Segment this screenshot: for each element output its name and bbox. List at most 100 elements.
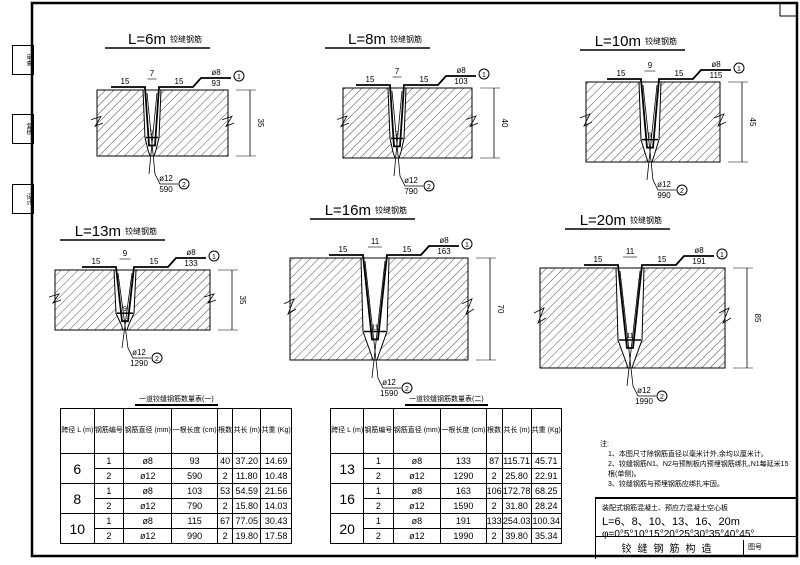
bar2-length: 990 xyxy=(657,191,671,200)
table-cell: ø8 xyxy=(123,453,173,469)
table-cell: 53 xyxy=(217,483,234,499)
table-cell: ø8 xyxy=(392,513,442,529)
table-cell: 1590 xyxy=(440,498,487,514)
table-cell: 254.03 xyxy=(501,513,532,529)
hinge-joint xyxy=(387,87,407,159)
dim-top-width: 9 xyxy=(648,61,653,70)
table-cell: 2 xyxy=(217,528,234,544)
table-cell: 115.71 xyxy=(501,453,532,469)
column-header: 跨径 L (m) xyxy=(329,408,365,454)
table-cell: 31.80 xyxy=(501,498,532,514)
detail-title: L=16m xyxy=(325,202,371,219)
column-header: 一根长度 (cm) xyxy=(440,408,487,454)
dim-side-right: 15 xyxy=(420,75,429,84)
note-3: 3、铰缝钢筋与预埋钢筋应绑扎牢固。 xyxy=(608,481,724,488)
dim-side-left: 15 xyxy=(339,245,348,254)
dim-depth: 35 xyxy=(238,296,247,305)
detail-title: L=13m xyxy=(75,223,121,240)
table-caption: 一道铰缝钢筋数量表(一) xyxy=(135,394,218,406)
dim-side-right: 15 xyxy=(403,245,412,254)
column-header: 钢筋编号 xyxy=(93,408,125,454)
table-cell: 103 xyxy=(171,483,219,499)
table-cell: 11.80 xyxy=(232,468,262,484)
table-cell: 133 xyxy=(485,513,503,529)
dim-top-width: 11 xyxy=(626,247,635,256)
dim-top-width: 7 xyxy=(395,67,400,76)
rebar-n2 xyxy=(364,260,401,389)
table-cell: ø8 xyxy=(123,483,173,499)
table-cell: 990 xyxy=(171,528,219,544)
rebar-quantity-table: 跨径 L (m)钢筋编号钢筋直径 (mm)一根长度 (cm)根数共长 (m)共重… xyxy=(60,408,292,544)
dim-side-right: 15 xyxy=(150,257,159,266)
bar2-mark-circle xyxy=(656,390,668,402)
bar1-diameter: ø8 xyxy=(694,246,704,255)
rebar-quantity-table: 跨径 L (m)钢筋编号钢筋直径 (mm)一根长度 (cm)根数共长 (m)共重… xyxy=(329,408,563,544)
dim-bottom-width: 11 xyxy=(371,324,378,331)
detail-title-cn: 铰缝钢筋 xyxy=(390,34,422,44)
table-cell: 39.80 xyxy=(501,528,532,544)
column-header: 钢筋直径 (mm) xyxy=(123,408,173,454)
bar1-mark-circle xyxy=(716,248,728,260)
table-cell: 2 xyxy=(93,498,125,514)
span-cell: 16 xyxy=(329,483,365,514)
detail-title-cn: 铰缝钢筋 xyxy=(645,36,677,46)
table-cell: 1 xyxy=(93,513,125,529)
bar1-diameter: ø8 xyxy=(439,236,449,245)
table-cell: 100.34 xyxy=(530,513,563,529)
bar2-length: 790 xyxy=(404,187,418,196)
dim-depth: 70 xyxy=(496,305,505,314)
bar1-length: 93 xyxy=(212,79,221,88)
dim-depth: 35 xyxy=(256,119,265,128)
bar2-diameter: ø12 xyxy=(159,174,173,183)
table-cell: 14.69 xyxy=(260,453,292,469)
bar2-diameter: ø12 xyxy=(637,386,651,395)
hinge-joint xyxy=(142,89,162,157)
dim-side-left: 15 xyxy=(92,257,101,266)
bar2-length: 1990 xyxy=(635,397,653,406)
dim-bottom-width: 7 xyxy=(395,131,399,138)
dim-top-width: 11 xyxy=(371,237,380,246)
detail-title-cn: 铰缝钢筋 xyxy=(170,34,202,44)
column-header: 跨径 L (m) xyxy=(60,408,95,454)
bar1-length: 133 xyxy=(184,259,198,268)
rebar-n2 xyxy=(146,92,178,185)
bar1-mark: 1 xyxy=(212,254,216,261)
span-cell: 13 xyxy=(329,453,365,484)
bar2-mark: 2 xyxy=(680,188,684,195)
dim-side-right: 15 xyxy=(658,255,667,264)
bar2-mark: 2 xyxy=(405,386,409,393)
table-cell: ø8 xyxy=(392,453,442,469)
notes-title: 注: xyxy=(600,441,609,448)
table-caption: 一道铰缝钢筋数量表(二) xyxy=(405,394,488,406)
table-cell: 22.91 xyxy=(530,468,563,484)
table-cell: 115 xyxy=(171,513,219,529)
table-cell: 2 xyxy=(217,498,234,514)
table-cell: 2 xyxy=(485,468,503,484)
table-cell: 14.03 xyxy=(260,498,292,514)
table-cell: 1 xyxy=(93,483,125,499)
rebar-n1 xyxy=(356,75,476,148)
dim-depth: 45 xyxy=(748,118,757,127)
side-label-check: 复核 xyxy=(12,114,34,144)
bar1-diameter: ø8 xyxy=(211,68,221,77)
rebar-n2 xyxy=(391,90,423,187)
bar2-mark: 2 xyxy=(155,356,159,363)
bar1-mark: 1 xyxy=(720,252,724,259)
detail-title-cn: 铰缝钢筋 xyxy=(375,205,407,215)
bar1-diameter: ø8 xyxy=(711,60,721,69)
span-cell: 6 xyxy=(60,453,95,484)
table-cell: 30.43 xyxy=(260,513,292,529)
table-cell: 2 xyxy=(363,468,394,484)
notes: 注: 1、本图尺寸除钢筋直径以毫米计外,余均以厘米计。 2、铰缝钢筋N1、N2与… xyxy=(600,440,795,490)
span-cell: 10 xyxy=(60,513,95,544)
